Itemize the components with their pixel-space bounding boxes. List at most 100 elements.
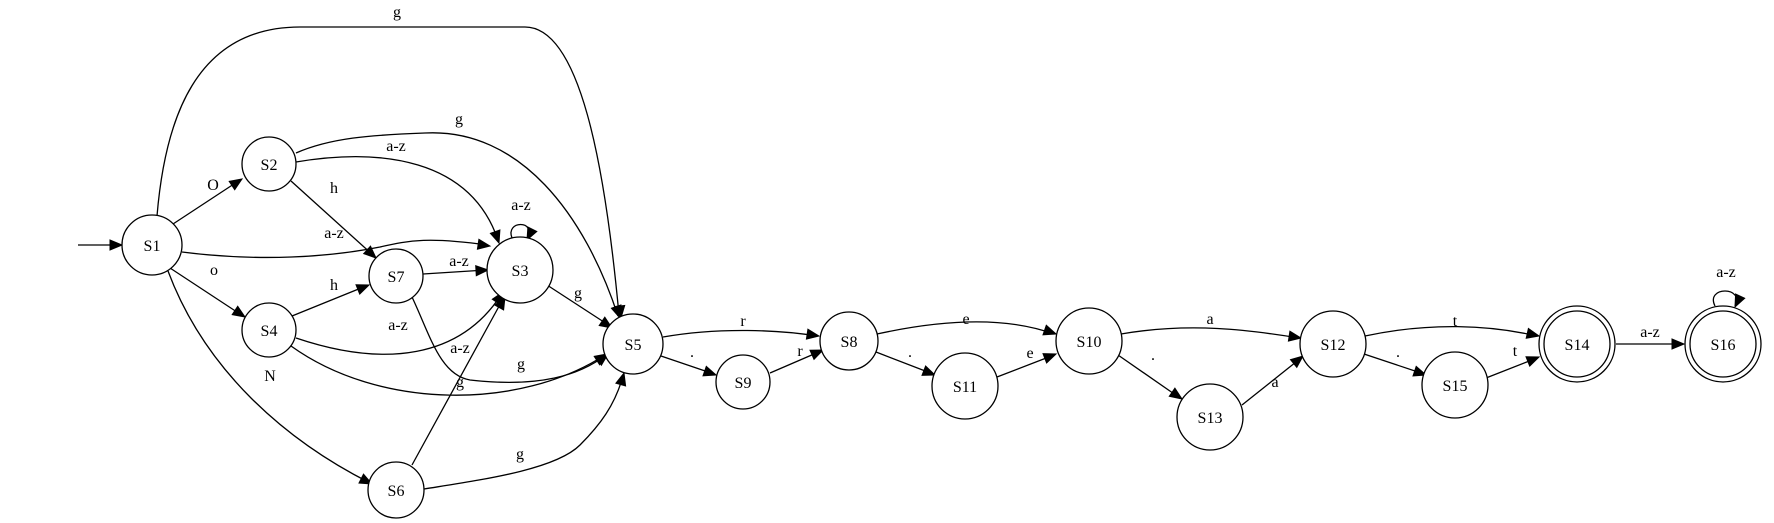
state-circle [1421,351,1489,419]
state-s1: S1 [121,214,183,276]
arrowhead-icon [1042,353,1058,364]
edge-s15-s14: t [1485,343,1541,379]
edge-label: r [797,343,803,360]
state-circle [1055,307,1123,375]
arrowhead-icon [1734,293,1746,309]
state-s16: S16 [1684,305,1762,383]
arrowhead-icon [702,365,718,377]
arrowhead-icon [805,328,821,340]
edge-line [156,26,620,316]
edge-line [1241,357,1302,406]
edge-line [1117,354,1181,399]
arrowhead-icon [475,264,490,277]
state-circle [819,311,879,371]
edge-line [295,156,499,241]
edge-line [1363,353,1425,375]
edge-label: t [1453,313,1458,330]
state-s5: S5 [602,313,664,375]
arrowhead-icon [1168,387,1184,400]
arrowhead-icon [1525,356,1541,367]
edge-s4-s7: h [291,277,371,317]
edge-label: a-z [1716,264,1736,281]
state-s9: S9 [715,354,771,410]
edge-line [876,321,1055,335]
arrowhead-icon [610,304,622,320]
state-s7: S7 [368,248,424,304]
edge-label: g [393,4,401,21]
edge-line [169,267,244,317]
edge-label: o [210,262,218,279]
state-label: S2 [261,157,278,174]
arrowhead-icon [228,178,244,191]
state-s4: S4 [241,302,297,358]
arrowhead-icon [921,365,937,376]
arrowhead-icon [1525,327,1541,339]
edge-label: . [908,344,912,361]
state-label: S12 [1321,337,1346,354]
state-circle [368,248,424,304]
edge-label: O [207,177,219,194]
arrowhead-icon [1412,365,1428,377]
state-s12: S12 [1299,310,1367,378]
edge-s5-s8: r [662,313,821,340]
edge-s14-s16: a-z [1616,324,1686,350]
state-s11: S11 [931,352,999,420]
edge-line [423,375,624,490]
edge-s4-s5: g [290,345,609,396]
edge-label: . [1151,347,1155,364]
arrowhead-icon [1287,330,1303,342]
state-s8: S8 [819,311,879,371]
state-s15: S15 [1421,351,1489,419]
state-label: S3 [512,263,529,280]
state-label: S1 [144,238,161,255]
state-label: S8 [841,334,858,351]
edge-s16-s16: a-z [1712,264,1746,309]
edge-label: r [740,313,746,330]
edge-line [1712,290,1738,307]
arrowhead-icon [615,371,627,387]
arrowhead-icon [476,238,492,250]
state-label: S11 [953,379,977,396]
state-circle [715,354,771,410]
edge-label: h [330,180,338,197]
edge-line [290,345,606,396]
edge-s1-s2: O [172,177,244,225]
start-arrow [78,239,124,251]
state-circle [1299,310,1367,378]
edge-s5-s9: . [660,344,718,377]
edge-line [1364,325,1538,337]
edge-line [181,239,488,259]
arrowhead-icon [355,284,371,295]
edge-label: g [516,446,524,463]
edge-s2-s7: h [290,180,377,259]
edge-label: a-z [324,225,344,242]
state-circle [241,302,297,358]
edge-label: g [456,374,464,391]
edge-label: . [1396,344,1400,361]
accepting-ring [1543,310,1611,378]
edge-s7-s3: a-z [422,253,490,277]
edge-label: a-z [449,253,469,270]
edge-s8-s11: . [875,344,937,376]
edge-s10-s13: . [1117,347,1184,400]
arrowhead-icon [1671,338,1686,350]
edge-s2-s5: g [295,111,622,320]
edge-s7-s5: g [411,296,610,384]
edge-label: N [264,368,276,385]
edge-s3-s5: g [546,284,614,329]
edge-line [295,294,502,355]
state-circle [1176,383,1244,451]
state-s13: S13 [1176,383,1244,451]
state-s2: S2 [241,136,297,192]
state-label: S6 [388,483,405,500]
arrowhead-icon [526,226,538,242]
state-label: S9 [735,375,752,392]
edge-line [411,298,504,466]
edge-s8-s10: e [876,311,1058,336]
edge-s12-s15: . [1363,344,1428,377]
edge-label: g [455,111,463,128]
arrowhead-icon [362,245,377,259]
edge-s6-s5: g [423,371,627,490]
edge-line [546,284,611,327]
